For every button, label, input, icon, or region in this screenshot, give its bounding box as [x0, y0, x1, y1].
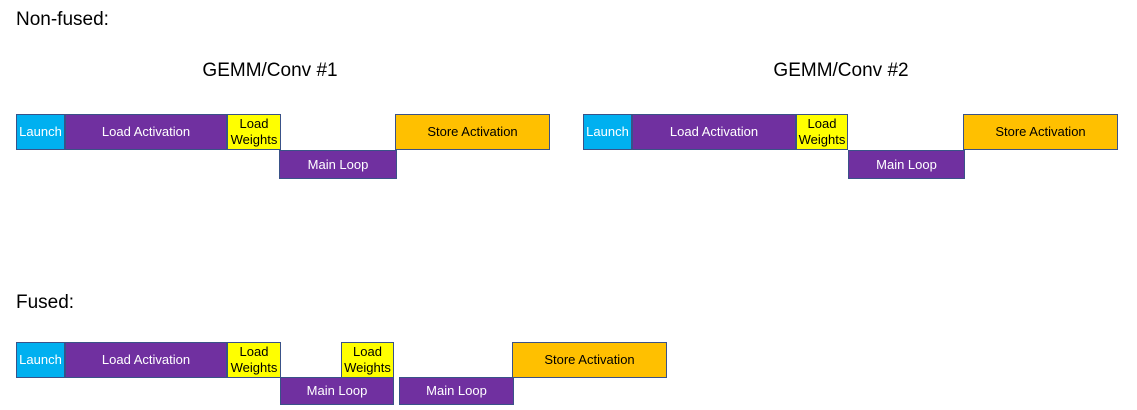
timeline-title-gemm1: GEMM/Conv #1	[202, 60, 338, 81]
section-label-nonfused: Non-fused:	[16, 9, 109, 30]
block-store-activation-nonfused2: Store Activation	[963, 114, 1118, 150]
timeline-title-gemm2: GEMM/Conv #2	[773, 60, 909, 81]
block-launch-nonfused1: Launch	[16, 114, 65, 150]
block-load-activation-fused: Load Activation	[65, 342, 227, 378]
block-main-loop-nonfused2: Main Loop	[848, 150, 965, 179]
block-launch-nonfused2: Launch	[583, 114, 632, 150]
block-main-loop-1-fused: Main Loop	[280, 377, 394, 405]
block-load-weights-nonfused1: Load Weights	[227, 114, 281, 150]
block-main-loop-2-fused: Main Loop	[399, 377, 514, 405]
section-label-fused: Fused:	[16, 292, 75, 313]
block-store-activation-fused: Store Activation	[512, 342, 667, 378]
block-load-weights-nonfused2: Load Weights	[796, 114, 848, 150]
block-load-weights-1-fused: Load Weights	[227, 342, 281, 378]
block-store-activation-nonfused1: Store Activation	[395, 114, 550, 150]
block-main-loop-nonfused1: Main Loop	[279, 150, 397, 179]
block-load-activation-nonfused2: Load Activation	[632, 114, 796, 150]
block-load-weights-2-fused: Load Weights	[341, 342, 394, 378]
block-load-activation-nonfused1: Load Activation	[65, 114, 227, 150]
block-launch-fused: Launch	[16, 342, 65, 378]
